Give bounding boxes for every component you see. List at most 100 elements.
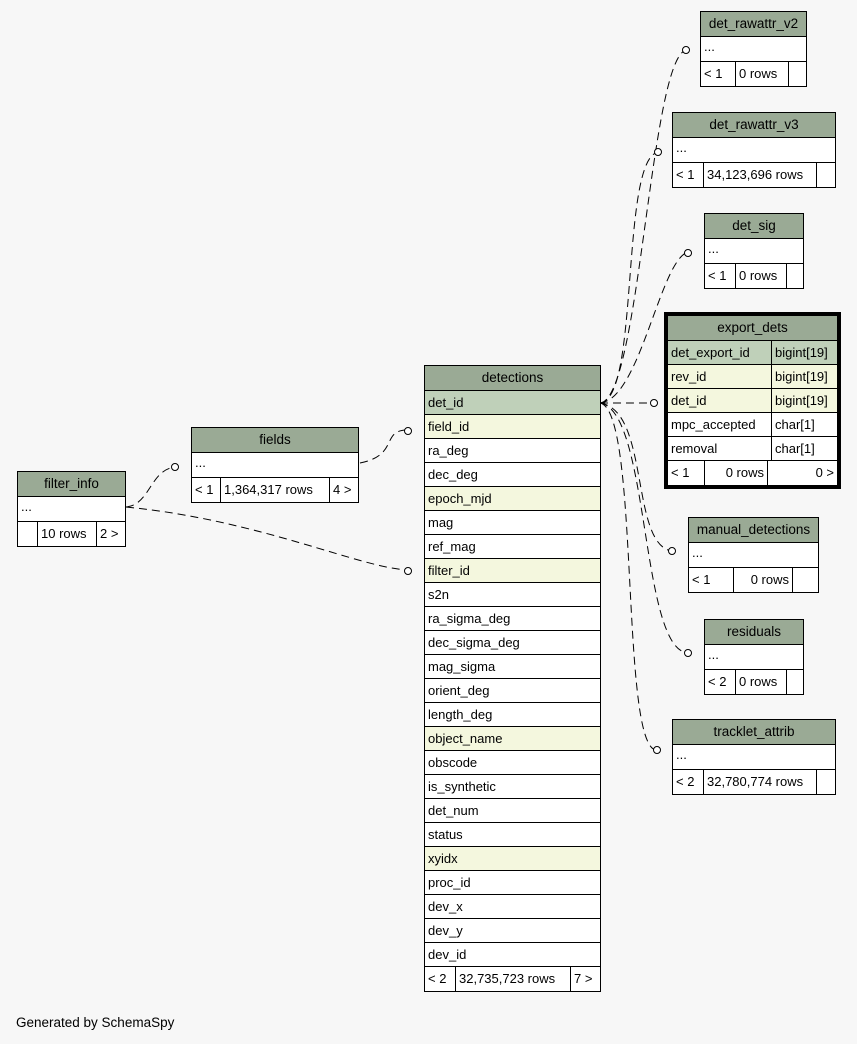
column-type: bigint[19]: [775, 345, 828, 360]
column-name: removal: [668, 437, 772, 460]
column-row: dev_x: [425, 895, 600, 919]
table-detections[interactable]: detections det_id field_id ra_deg dec_de…: [424, 365, 601, 992]
column-row: orient_deg: [425, 679, 600, 703]
column-row: obscode: [425, 751, 600, 775]
child-count[interactable]: 0 >: [815, 465, 834, 480]
column-row: ra_sigma_deg: [425, 607, 600, 631]
parent-count[interactable]: < 1: [668, 461, 705, 485]
column-row: det_num: [425, 799, 600, 823]
column-row: dev_y: [425, 919, 600, 943]
column-row: ref_mag: [425, 535, 600, 559]
column-row: dev_id: [425, 943, 600, 967]
table-title[interactable]: det_rawattr_v2: [701, 12, 806, 37]
column-row: mpc_accepted char[1]: [668, 413, 837, 437]
table-title[interactable]: fields: [192, 428, 358, 453]
row-count: 0 rows: [736, 264, 787, 288]
column-type: bigint[19]: [775, 393, 828, 408]
child-count[interactable]: 4 >: [333, 482, 352, 497]
column-row: dec_sigma_deg: [425, 631, 600, 655]
parent-count[interactable]: < 2: [673, 770, 704, 794]
table-tracklet-attrib[interactable]: tracklet_attrib ... < 2 32,780,774 rows: [672, 719, 836, 795]
column-row: mag_sigma: [425, 655, 600, 679]
table-title[interactable]: filter_info: [18, 472, 125, 497]
parent-count[interactable]: < 1: [192, 478, 221, 502]
table-footer: 10 rows 2 >: [18, 522, 125, 546]
table-title[interactable]: det_sig: [705, 214, 803, 239]
row-count: 0 rows: [705, 461, 768, 485]
table-footer: < 1 0 rows: [701, 62, 806, 86]
table-det-rawattr-v2[interactable]: det_rawattr_v2 ... < 1 0 rows: [700, 11, 807, 87]
parent-count[interactable]: < 1: [689, 568, 734, 592]
column-row: det_id: [425, 391, 600, 415]
child-count[interactable]: 2 >: [100, 526, 119, 541]
child-count[interactable]: [817, 163, 823, 187]
parent-count[interactable]: < 1: [701, 62, 736, 86]
table-title[interactable]: det_rawattr_v3: [673, 113, 835, 138]
column-row: filter_id: [425, 559, 600, 583]
column-row: is_synthetic: [425, 775, 600, 799]
columns-ellipsis: ...: [192, 453, 358, 478]
table-footer: < 2 32,780,774 rows: [673, 770, 835, 794]
column-row: s2n: [425, 583, 600, 607]
parent-count[interactable]: [18, 522, 38, 546]
column-row: dec_deg: [425, 463, 600, 487]
table-footer: < 2 0 rows: [705, 670, 803, 694]
child-count[interactable]: [793, 568, 799, 592]
row-count: 0 rows: [736, 670, 787, 694]
generated-by-credit: Generated by SchemaSpy: [16, 1015, 175, 1030]
parent-count[interactable]: < 1: [705, 264, 736, 288]
column-row: det_id bigint[19]: [668, 389, 837, 413]
table-footer: < 1 0 rows 0 >: [668, 461, 837, 485]
child-count[interactable]: [789, 62, 795, 86]
child-count[interactable]: 7 >: [574, 971, 593, 986]
column-row: field_id: [425, 415, 600, 439]
row-count: 0 rows: [734, 568, 793, 592]
table-export-dets[interactable]: export_dets det_export_id bigint[19] rev…: [664, 312, 841, 489]
columns-ellipsis: ...: [673, 138, 835, 163]
table-manual-detections[interactable]: manual_detections ... < 1 0 rows: [688, 517, 819, 593]
parent-count[interactable]: < 2: [705, 670, 736, 694]
column-type: char[1]: [775, 417, 815, 432]
table-residuals[interactable]: residuals ... < 2 0 rows: [704, 619, 804, 695]
column-row: object_name: [425, 727, 600, 751]
columns-ellipsis: ...: [701, 37, 806, 62]
table-title[interactable]: residuals: [705, 620, 803, 645]
columns-ellipsis: ...: [705, 645, 803, 670]
column-row: length_deg: [425, 703, 600, 727]
columns-ellipsis: ...: [689, 543, 818, 568]
column-name: mpc_accepted: [668, 413, 772, 436]
table-filter-info[interactable]: filter_info ... 10 rows 2 >: [17, 471, 126, 547]
column-name: det_export_id: [668, 341, 772, 364]
column-name: rev_id: [668, 365, 772, 388]
column-row: ra_deg: [425, 439, 600, 463]
row-count: 34,123,696 rows: [704, 163, 817, 187]
row-count: 10 rows: [38, 522, 97, 546]
column-row: rev_id bigint[19]: [668, 365, 837, 389]
row-count: 1,364,317 rows: [221, 478, 330, 502]
column-row: det_export_id bigint[19]: [668, 341, 837, 365]
table-det-rawattr-v3[interactable]: det_rawattr_v3 ... < 1 34,123,696 rows: [672, 112, 836, 188]
column-row: proc_id: [425, 871, 600, 895]
row-count: 32,735,723 rows: [456, 967, 571, 991]
table-fields[interactable]: fields ... < 1 1,364,317 rows 4 >: [191, 427, 359, 503]
column-type: bigint[19]: [775, 369, 828, 384]
column-row: status: [425, 823, 600, 847]
table-title[interactable]: detections: [425, 366, 600, 391]
columns-ellipsis: ...: [705, 239, 803, 264]
table-footer: < 1 0 rows: [689, 568, 818, 592]
child-count[interactable]: [787, 670, 793, 694]
parent-count[interactable]: < 2: [425, 967, 456, 991]
child-count[interactable]: [817, 770, 823, 794]
table-title[interactable]: export_dets: [668, 316, 837, 341]
column-type: char[1]: [775, 441, 815, 456]
table-title[interactable]: manual_detections: [689, 518, 818, 543]
row-count: 0 rows: [736, 62, 789, 86]
parent-count[interactable]: < 1: [673, 163, 704, 187]
row-count: 32,780,774 rows: [704, 770, 817, 794]
columns-ellipsis: ...: [673, 745, 835, 770]
table-det-sig[interactable]: det_sig ... < 1 0 rows: [704, 213, 804, 289]
child-count[interactable]: [787, 264, 793, 288]
column-row: mag: [425, 511, 600, 535]
column-row: xyidx: [425, 847, 600, 871]
table-title[interactable]: tracklet_attrib: [673, 720, 835, 745]
